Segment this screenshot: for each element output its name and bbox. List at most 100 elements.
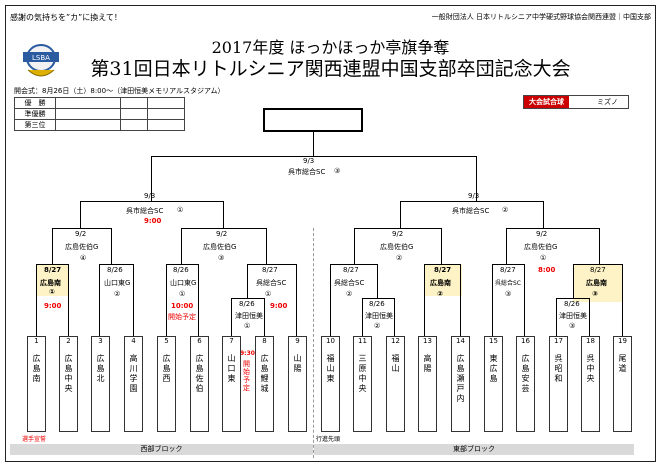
oath-note: 選手宣誓 [22, 436, 47, 443]
champion-box [263, 108, 363, 132]
team-number: 6 [197, 337, 202, 345]
team-number: 15 [489, 337, 498, 345]
r1-venue: 広島南 [40, 279, 61, 287]
team-number: 18 [586, 337, 595, 345]
r3-note: 開始予定 [168, 313, 196, 321]
team-number: 7 [229, 337, 234, 345]
team-slot [124, 336, 143, 432]
r1-num: ① [49, 288, 55, 296]
team-name: 広島南 [32, 354, 41, 383]
team-number: 19 [618, 337, 627, 345]
r7-venue: 呉総合SC [495, 280, 521, 287]
organizer: 一般財団法人 日本リトルシニア中学硬式野球協会関西連盟｜中国支部 [431, 13, 651, 21]
team-slot [418, 336, 437, 432]
team-slot [613, 336, 632, 432]
east-block-label: 東部ブロック [314, 444, 634, 455]
r6-venue: 広島南 [430, 279, 451, 287]
team-slot [222, 336, 241, 432]
r5a-venue: 津田恒美 [365, 312, 393, 320]
qf1-venue: 広島佐伯G [65, 243, 99, 251]
team-number: 2 [66, 337, 71, 345]
team-number: 5 [164, 337, 169, 345]
r5-venue: 呉総合SC [334, 279, 365, 287]
r7-date: 8/27 [500, 266, 516, 274]
r3-venue: 山口東G [170, 279, 197, 287]
qf4-date: 9/2 [536, 230, 548, 238]
team-slot [255, 336, 274, 432]
opening-ceremony: 開会式：8月26日（土）8:00～（津田恒美メモリアルスタジアム） [14, 87, 225, 95]
team-name: 東広島 [489, 354, 498, 383]
team-name: 山陽 [293, 354, 302, 373]
r4-num: ① [265, 290, 272, 298]
team-slot [549, 336, 568, 432]
r3-time: 10:00 [171, 302, 194, 310]
semi-east-venue: 呉市総合SC [452, 207, 490, 215]
qf3-num: ② [396, 254, 403, 262]
team-slot [59, 336, 78, 432]
team-name: 広島西 [162, 354, 171, 383]
team-slot [386, 336, 405, 432]
r1-time: 9:00 [44, 302, 62, 310]
r3-num: ① [179, 290, 186, 298]
team-name: 福山東 [326, 354, 335, 383]
r6-num: ② [437, 290, 443, 298]
team-slot [157, 336, 176, 432]
qf3-date: 9/2 [392, 230, 404, 238]
team-number: 12 [391, 337, 400, 345]
r7-num: ③ [505, 290, 512, 298]
team-slot [91, 336, 110, 432]
team-slot [321, 336, 340, 432]
r4a-venue: 津田恒美 [235, 312, 263, 320]
team-slot [516, 336, 535, 432]
qf1-num: ④ [80, 254, 87, 262]
official-ball-value: ミズノ [597, 98, 618, 106]
r3-date: 8/26 [173, 266, 189, 274]
r1-date: 8/27 [44, 266, 62, 274]
league-logo-icon: LSBA [23, 44, 59, 77]
r8a-venue: 津田恒美 [559, 312, 587, 320]
team-number: 1 [34, 337, 39, 345]
r4a-note: 開始予定 [243, 360, 250, 392]
semi-west-date: 9/3 [144, 192, 156, 200]
table-row: 第三位 [14, 119, 185, 131]
page-frame [5, 5, 656, 462]
team-name: 福山 [391, 354, 400, 373]
highlight-r1 [36, 264, 69, 296]
semi-west-venue: 呉市総合SC [126, 207, 164, 215]
title-line2: 第31回日本リトルシニア関西連盟中国支部卒団記念大会 [90, 58, 571, 80]
team-number: 3 [98, 337, 103, 345]
qf4-num: ① [540, 254, 547, 262]
team-name: 広島北 [96, 354, 105, 383]
official-ball-label: 大会試合球 [524, 96, 569, 108]
team-number: 11 [358, 337, 367, 345]
r5-num: ② [346, 290, 353, 298]
qf2-date: 9/2 [216, 230, 228, 238]
team-number: 4 [131, 337, 136, 345]
official-ball: 大会試合球 ミズノ [523, 95, 629, 109]
r4-date: 8/27 [262, 266, 278, 274]
r8a-date: 8/26 [564, 300, 580, 308]
table-row: 優 勝 [14, 97, 185, 109]
team-slot [27, 336, 46, 432]
r4a-date: 8/26 [239, 300, 255, 308]
team-name: 三原中央 [358, 354, 367, 393]
team-slot [484, 336, 503, 432]
r2-date: 8/26 [107, 266, 123, 274]
title-line1: 2017年度 ほっかほっか亭旗争奪 [211, 38, 450, 57]
team-name: 広島瀬戸内 [456, 354, 465, 403]
qf4-venue: 広島佐伯G [524, 243, 558, 251]
team-name: 広島安芸 [521, 354, 530, 393]
west-block-label: 西部ブロック [10, 444, 313, 455]
results-table: 優 勝 準優勝 第三位 [14, 97, 185, 131]
r5-date: 8/27 [343, 266, 359, 274]
r8-venue: 広島南 [586, 279, 607, 287]
qf3-venue: 広島佐伯G [380, 243, 414, 251]
team-number: 8 [262, 337, 267, 345]
team-slot [190, 336, 209, 432]
qf1-date: 9/2 [75, 230, 87, 238]
semi-east-date: 9/3 [468, 192, 480, 200]
r5a-date: 8/26 [369, 300, 385, 308]
team-name: 尾道 [618, 354, 627, 373]
team-name: 広島鯉城 [260, 354, 269, 393]
r4a-time: 9:30 [240, 350, 255, 357]
